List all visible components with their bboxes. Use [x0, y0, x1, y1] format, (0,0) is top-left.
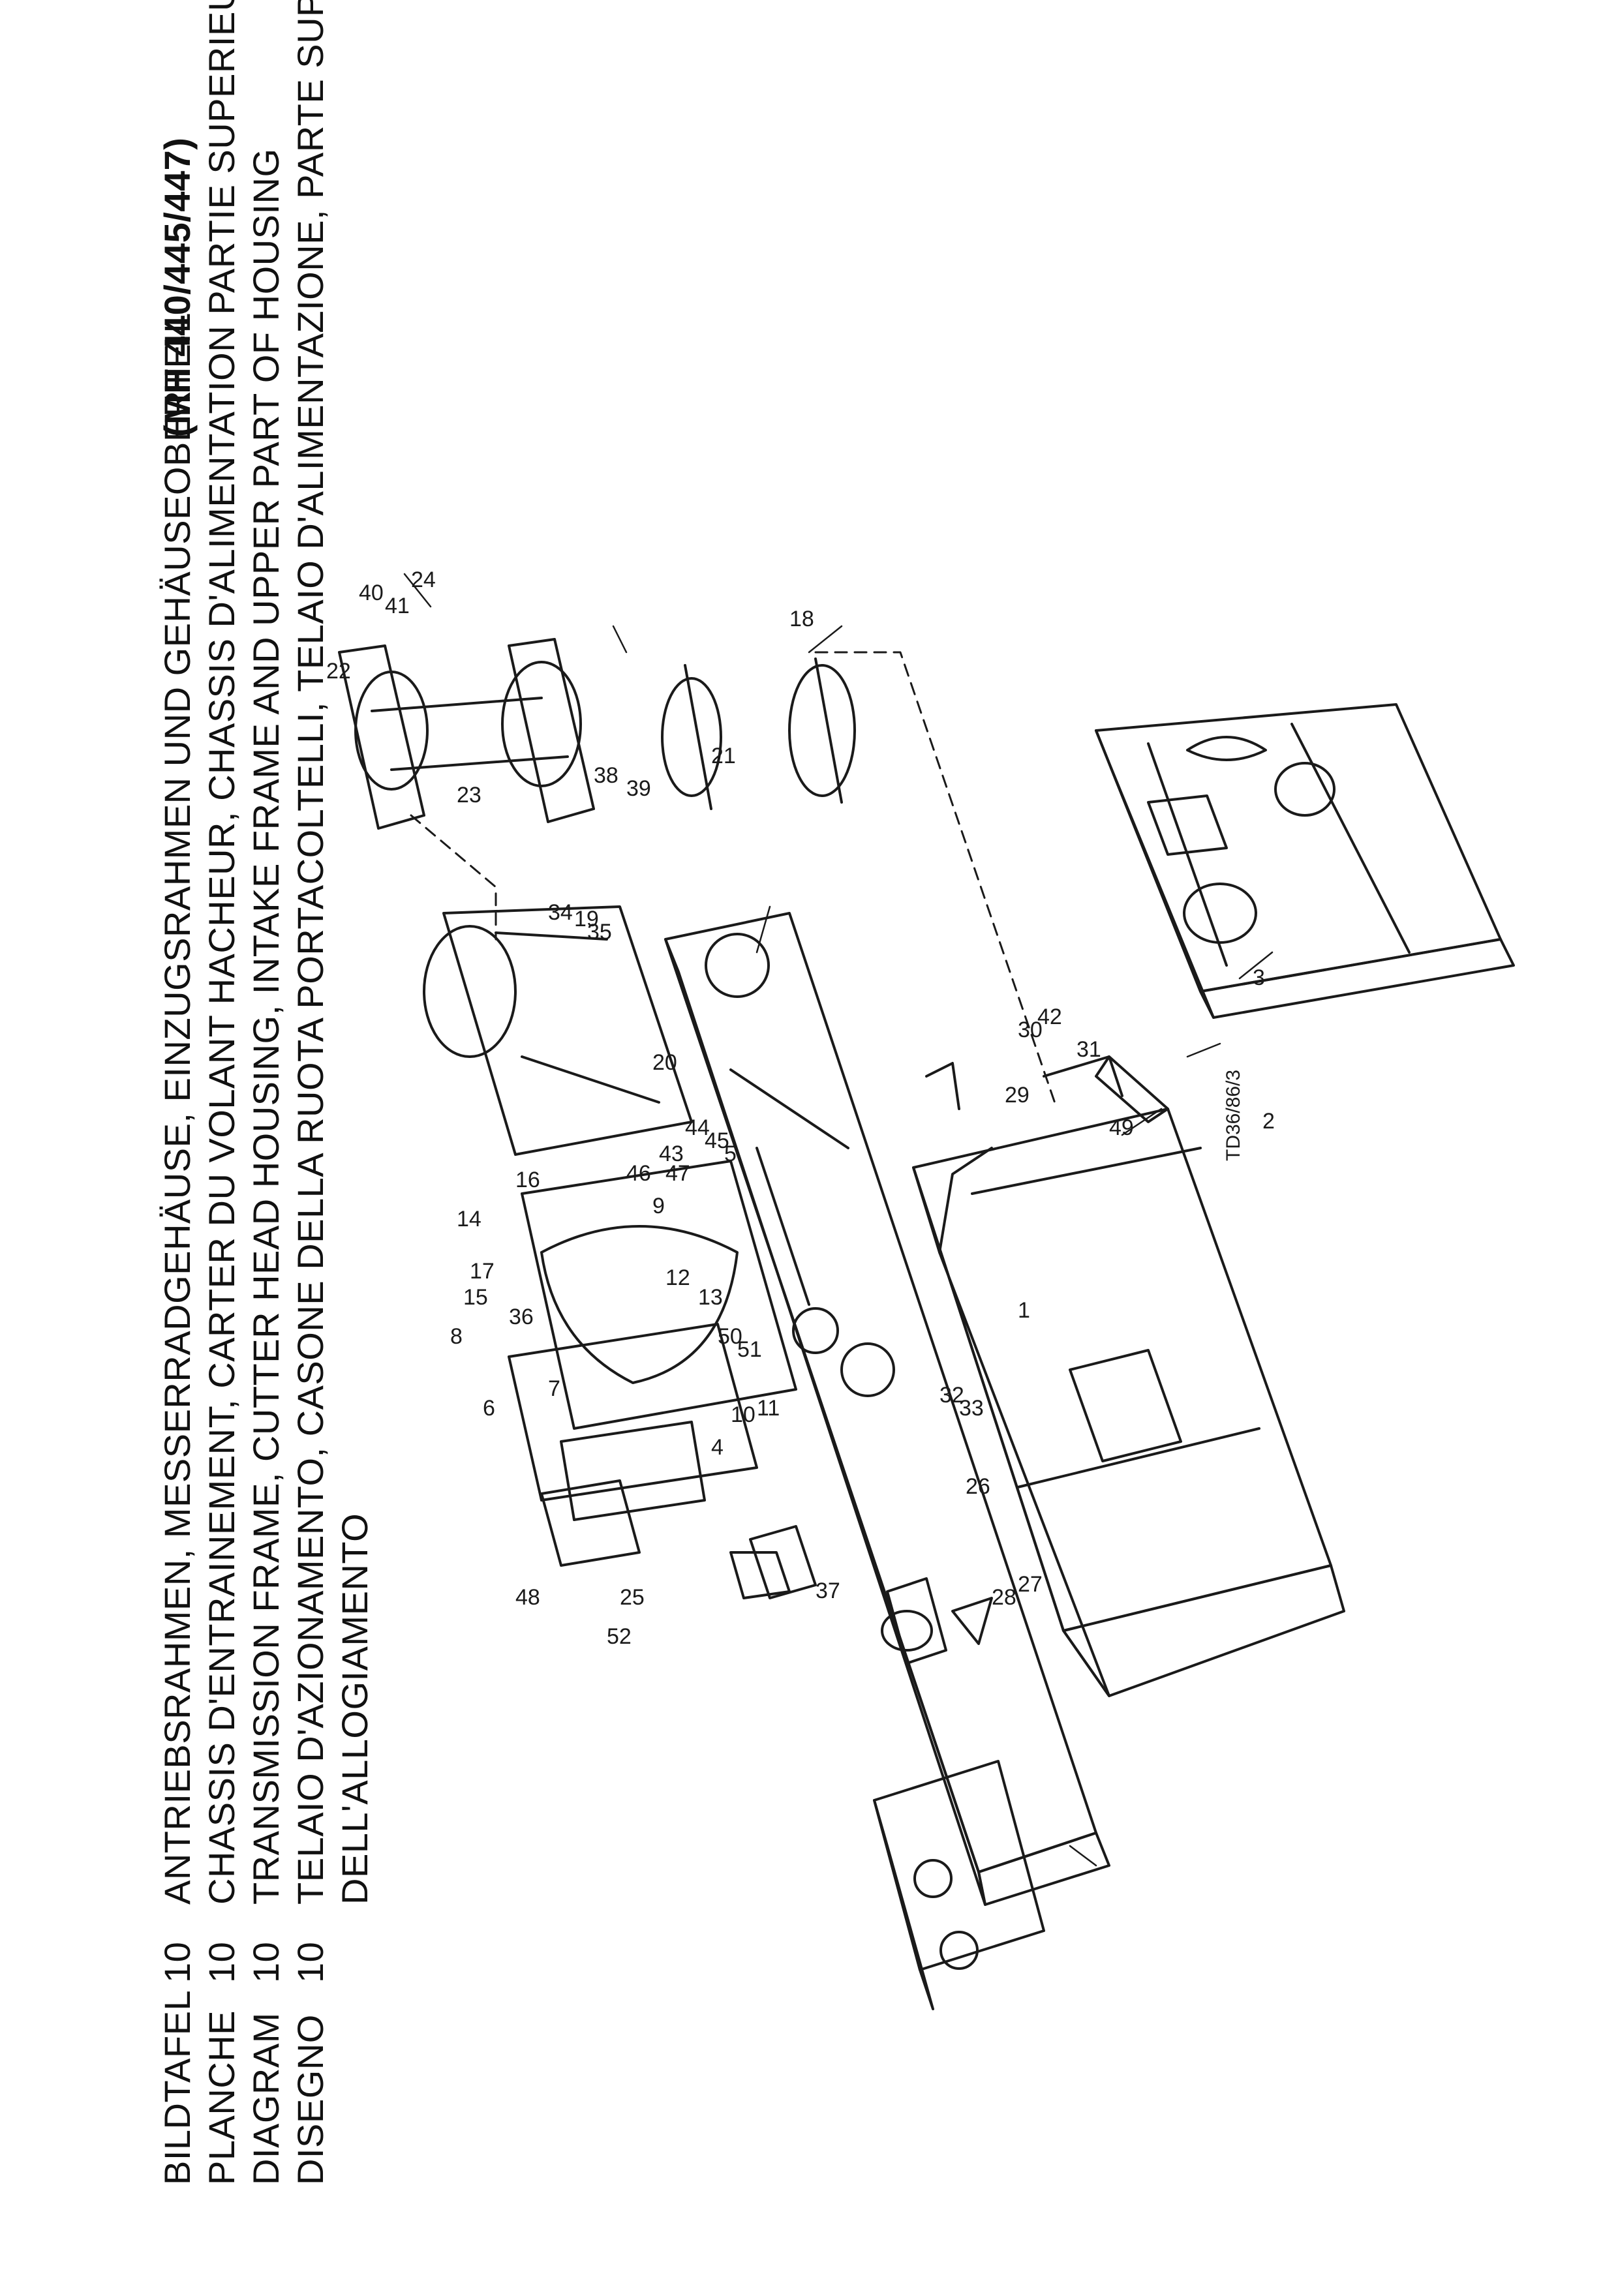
- callout-36: 36: [509, 1305, 534, 1329]
- callout-15: 15: [463, 1285, 488, 1310]
- callout-8: 8: [450, 1324, 463, 1349]
- callout-33: 33: [959, 1396, 984, 1421]
- intake-frame: [1095, 703, 1515, 1019]
- leader-lines: [403, 573, 1274, 1867]
- callout-1: 1: [1018, 1298, 1030, 1323]
- callout-52: 52: [607, 1624, 632, 1649]
- callout-48: 48: [515, 1585, 540, 1610]
- callout-51: 51: [737, 1337, 762, 1362]
- callout-16: 16: [515, 1168, 540, 1192]
- callout-7: 7: [548, 1376, 560, 1401]
- callout-30: 30: [1018, 1018, 1043, 1042]
- cutter-head-housing: [912, 1055, 1345, 1697]
- assembly-lines: [410, 651, 1058, 1110]
- callout-11: 11: [757, 1396, 780, 1421]
- callout-43: 43: [659, 1141, 684, 1166]
- callout-45: 45: [705, 1128, 729, 1153]
- callout-23: 23: [457, 783, 481, 808]
- callout-35: 35: [587, 920, 612, 944]
- callout-38: 38: [594, 763, 618, 788]
- callout-26: 26: [966, 1474, 990, 1499]
- spout-tube: [338, 638, 856, 830]
- callout-29: 29: [1005, 1083, 1030, 1108]
- callout-numbers: 1 2 3 4 5 6 7 8 9 10 11 12 13 14 15 16 1…: [326, 567, 1275, 1649]
- callout-39: 39: [626, 776, 651, 801]
- callout-22: 22: [326, 659, 351, 684]
- callout-28: 28: [992, 1585, 1016, 1610]
- callout-49: 49: [1109, 1115, 1134, 1140]
- callout-10: 10: [731, 1402, 756, 1427]
- callout-13: 13: [698, 1285, 723, 1310]
- callout-12: 12: [665, 1265, 690, 1290]
- callout-5: 5: [724, 1141, 737, 1166]
- callout-19: 19: [574, 907, 599, 931]
- callout-2: 2: [1262, 1109, 1275, 1134]
- callout-31: 31: [1076, 1037, 1101, 1062]
- callout-6: 6: [483, 1396, 495, 1421]
- housing-cover-plate: [508, 1160, 797, 1567]
- callout-9: 9: [652, 1194, 665, 1218]
- callout-42: 42: [1037, 1004, 1062, 1029]
- transmission-frame: [664, 912, 1110, 2010]
- callout-32: 32: [939, 1383, 964, 1408]
- callout-46: 46: [626, 1161, 651, 1186]
- callout-20: 20: [652, 1050, 677, 1075]
- callout-40: 40: [359, 581, 384, 605]
- callout-27: 27: [1018, 1572, 1043, 1597]
- callout-14: 14: [457, 1207, 481, 1231]
- callout-44: 44: [685, 1115, 710, 1140]
- upper-housing-part: [423, 905, 693, 1156]
- callout-34: 34: [548, 900, 573, 925]
- callout-37: 37: [816, 1578, 840, 1603]
- callout-17: 17: [470, 1259, 495, 1284]
- callout-24: 24: [411, 567, 436, 592]
- callout-4: 4: [711, 1435, 724, 1460]
- callout-47: 47: [665, 1161, 690, 1186]
- callout-18: 18: [789, 607, 814, 631]
- callout-3: 3: [1253, 965, 1265, 990]
- callout-41: 41: [385, 594, 410, 618]
- callout-50: 50: [718, 1324, 742, 1349]
- callout-21: 21: [711, 744, 736, 768]
- callout-25: 25: [620, 1585, 645, 1610]
- drawing-reference: TD36/86/3: [1223, 1070, 1244, 1161]
